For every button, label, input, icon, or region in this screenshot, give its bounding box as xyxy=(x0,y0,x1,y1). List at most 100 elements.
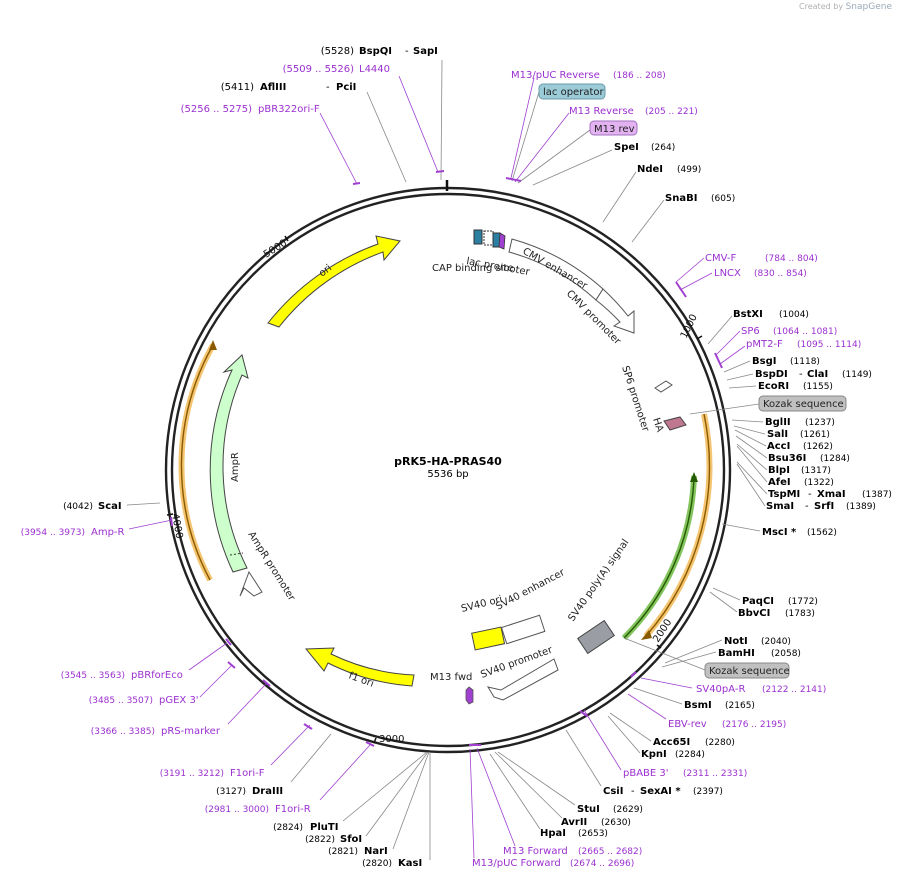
site-name-sapi[interactable]: SapI xyxy=(413,46,438,57)
site-name-acc65i[interactable]: Acc65I xyxy=(653,737,690,748)
site-name-kasi[interactable]: KasI xyxy=(398,858,422,869)
label-box-m13-rev[interactable] xyxy=(589,120,638,136)
site-name-pbrforeco[interactable]: pBRforEco xyxy=(131,670,183,681)
site-name-blpi[interactable]: BlpI xyxy=(768,465,790,476)
site-name-avrii[interactable]: AvrII xyxy=(561,817,587,828)
site-name-m13-reverse[interactable]: M13 Reverse xyxy=(569,106,634,117)
leader-line xyxy=(366,91,407,183)
site-name-spei[interactable]: SpeI xyxy=(614,142,639,153)
site-name-clai[interactable]: ClaI xyxy=(807,369,828,380)
site-name-paqci[interactable]: PaqCI xyxy=(742,596,774,607)
label-box-kozak-1[interactable] xyxy=(758,395,847,412)
site-name-stui[interactable]: StuI xyxy=(577,804,600,815)
site-dash: - xyxy=(405,46,409,57)
site-name-prs-marker[interactable]: pRS-marker xyxy=(161,726,221,737)
site-name-bamhi[interactable]: BamHI xyxy=(718,648,755,659)
primer-mark xyxy=(505,177,522,182)
m13-rev-mark[interactable] xyxy=(498,232,506,250)
site-name-bsu36i[interactable]: Bsu36I xyxy=(768,453,806,464)
feature-cmv-promoter[interactable]: CMV promoter xyxy=(564,288,635,348)
site-name-draiii[interactable]: DraIII xyxy=(252,786,283,797)
site-name-tspmi[interactable]: TspMI xyxy=(768,489,800,500)
site-name-kpni[interactable]: KpnI xyxy=(641,749,667,760)
feature-sv40-enhancer[interactable]: SV40 enhancer xyxy=(494,567,567,645)
site-name-snabi[interactable]: SnaBI xyxy=(665,193,697,204)
feature-f1-ori[interactable]: f1 ori xyxy=(304,647,415,690)
site-name-acci[interactable]: AccI xyxy=(767,441,790,452)
site-pos: (3545 .. 3563) xyxy=(61,671,125,681)
primer-mark xyxy=(303,723,313,730)
site-name-ndei[interactable]: NdeI xyxy=(637,164,663,175)
site-name-smai[interactable]: SmaI xyxy=(766,501,794,512)
site-dash: - xyxy=(808,489,812,500)
site-name-sexai[interactable]: SexAI * xyxy=(640,786,681,797)
site-name-amp-r[interactable]: Amp-R xyxy=(91,527,125,538)
orf-right-green[interactable] xyxy=(621,472,698,641)
site-name-xmai[interactable]: XmaI xyxy=(817,489,846,500)
site-name-ebv-rev[interactable]: EBV-rev xyxy=(668,719,707,730)
site-name-pbabe-3[interactable]: pBABE 3' xyxy=(623,768,669,779)
site-name-nari[interactable]: NarI xyxy=(364,846,388,857)
site-name-pcii[interactable]: PciI xyxy=(336,82,356,93)
feature-cap-site[interactable]: CAP binding site xyxy=(432,229,514,274)
site-name-pgex-3[interactable]: pGEX 3' xyxy=(159,695,199,706)
site-name-pluti[interactable]: PluTI xyxy=(310,822,338,833)
site-name-bsmi[interactable]: BsmI xyxy=(684,700,712,711)
feature-ori[interactable]: ori xyxy=(267,235,401,328)
site-name-ecori[interactable]: EcoRI xyxy=(758,381,789,392)
site-name-afliii[interactable]: AflIII xyxy=(260,82,286,93)
leader-line xyxy=(514,112,570,183)
label-box-lac-operator[interactable] xyxy=(538,83,606,100)
site-name-bglii[interactable]: BglII xyxy=(765,417,791,428)
label-box-kozak-2[interactable] xyxy=(704,662,790,679)
site-pos: (2981 .. 3000) xyxy=(205,805,269,815)
site-pos: (1284) xyxy=(820,454,850,464)
site-name-bsgi[interactable]: BsgI xyxy=(752,356,776,367)
site-name-sv40pa-r[interactable]: SV40pA-R xyxy=(696,684,745,695)
leader-line xyxy=(511,91,540,182)
plasmid-name: pRK5-HA-PRAS40 xyxy=(394,455,502,468)
leader-line xyxy=(510,77,535,179)
site-name-m13-puc-forward[interactable]: M13/pUC Forward xyxy=(472,858,561,869)
site-name-hpai[interactable]: HpaI xyxy=(540,828,566,839)
orf-right-orange[interactable] xyxy=(641,413,713,640)
feature-sp6-promoter[interactable]: SP6 promoter xyxy=(619,365,673,434)
feature-sv40-promoter[interactable]: SV40 promoter xyxy=(479,644,559,701)
site-name-sfoi[interactable]: SfoI xyxy=(340,834,362,845)
orf-left-orange[interactable] xyxy=(178,340,217,582)
site-name-sali[interactable]: SalI xyxy=(767,429,788,440)
site-name-bspqi[interactable]: BspQI xyxy=(359,46,392,57)
site-name-msci[interactable]: MscI * xyxy=(762,527,797,538)
feature-ampr[interactable]: AmpR xyxy=(209,354,249,573)
leader-line xyxy=(494,751,563,819)
site-name-pbr322ori-f[interactable]: pBR322ori-F xyxy=(258,104,320,115)
feature-sv40-polya[interactable]: SV40 poly(A) signal xyxy=(566,537,631,655)
site-name-f1ori-r[interactable]: F1ori-R xyxy=(275,804,311,815)
site-name-l4440[interactable]: L4440 xyxy=(359,64,390,75)
site-pos: (264) xyxy=(651,143,675,153)
site-name-pmt2-f[interactable]: pMT2-F xyxy=(746,339,783,350)
site-name-m13-forward[interactable]: M13 Forward xyxy=(503,846,568,857)
site-name-afei[interactable]: AfeI xyxy=(768,477,791,488)
site-name-bspdi[interactable]: BspDI xyxy=(755,369,788,380)
site-pos: (1237) xyxy=(805,418,835,428)
feature-m13-fwd[interactable]: M13 fwd xyxy=(430,672,474,705)
site-name-lncx[interactable]: LNCX xyxy=(714,268,741,279)
site-pos: (784 .. 804) xyxy=(765,254,818,264)
site-name-srfi[interactable]: SrfI xyxy=(814,501,834,512)
leader-line xyxy=(726,373,754,381)
site-name-csii[interactable]: CsiI xyxy=(603,786,623,797)
site-name-bbvci[interactable]: BbvCI xyxy=(738,608,770,619)
feature-ampr-promoter[interactable]: AmpR promoter xyxy=(239,530,297,604)
snapgene-brand: Created by SnapGene xyxy=(799,2,892,12)
site-name-scai[interactable]: ScaI xyxy=(98,501,122,512)
site-name-sp6[interactable]: SP6 xyxy=(741,326,760,337)
site-pos: (2284) xyxy=(675,750,705,760)
site-name-f1ori-f[interactable]: F1ori-F xyxy=(230,768,265,779)
site-name-bstxi[interactable]: BstXI xyxy=(733,309,763,320)
site-name-m13-puc-reverse[interactable]: M13/pUC Reverse xyxy=(511,70,600,81)
feature-ha[interactable]: HA xyxy=(650,416,687,434)
site-name-cmv-f[interactable]: CMV-F xyxy=(705,253,736,264)
site-name-noti[interactable]: NotI xyxy=(724,636,748,647)
